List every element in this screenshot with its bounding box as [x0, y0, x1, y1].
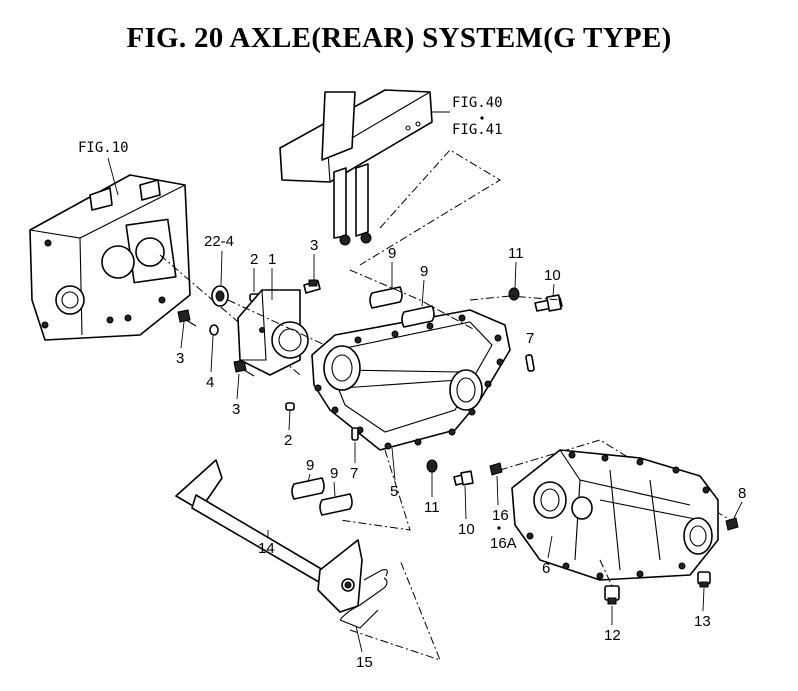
leader-5: [391, 447, 396, 481]
seal-22-4: [211, 285, 229, 307]
flange-bracket-1: [237, 289, 309, 376]
plug-12: [604, 585, 620, 605]
callout-3-upper: 3: [310, 237, 318, 254]
shaft-axis-dashline: [227, 299, 341, 353]
pin-7-right: [525, 354, 535, 372]
leader-9-c: [307, 473, 311, 483]
figure-title: FIG. 20 AXLE(REAR) SYSTEM(G TYPE): [126, 22, 672, 54]
fig10-ref-label: FIG.10: [78, 140, 129, 156]
leader-16: [496, 475, 499, 506]
callout-13: 13: [694, 613, 711, 630]
spacer-upper-dashline: [349, 269, 476, 331]
axle-case-5: [311, 309, 511, 451]
spacer-9b: [401, 305, 435, 328]
callout-10-lower: 10: [458, 521, 475, 538]
callout-16a: 16A: [490, 535, 517, 552]
leader-2-lower: [288, 409, 291, 431]
callout-12: 12: [604, 627, 621, 644]
clip-dashline: [349, 559, 441, 661]
bolt-16: [489, 462, 503, 476]
callout-3-left: 3: [176, 350, 184, 367]
callout-9-d: 9: [330, 465, 338, 482]
callout-2-upper: 2: [250, 251, 258, 268]
leader-9-b: [421, 279, 425, 307]
leader-22-4: [220, 250, 223, 286]
spacer-9d: [319, 493, 353, 516]
leader-13: [702, 587, 705, 612]
washer-11-lower: [426, 459, 438, 473]
bolt-3-left: [177, 309, 197, 327]
spacer-9c: [291, 477, 325, 500]
callout-11-lower: 11: [424, 499, 440, 516]
callout-10-upper: 10: [544, 267, 561, 284]
support-bracket-14: [175, 459, 363, 613]
leader-10-upper: [552, 283, 555, 297]
plug-12-dashline: [599, 559, 613, 587]
leader-9-d: [333, 481, 336, 497]
callout-7-lower: 7: [350, 465, 358, 482]
frame-beam: [279, 89, 433, 246]
axle-cover-6: [511, 449, 719, 581]
bolt-3-upper: [303, 279, 321, 294]
leader-3-lower: [236, 373, 240, 400]
callout-22-4: 22-4: [204, 233, 234, 250]
washer-4: [209, 324, 219, 336]
callout-11-upper: 11: [508, 245, 524, 262]
fig40-ref-label: FIG.40: [452, 95, 503, 111]
leader-4: [210, 335, 214, 373]
callout-9-b: 9: [420, 263, 428, 280]
callout-2-lower: 2: [284, 432, 292, 449]
callout-14: 14: [258, 540, 275, 557]
spacer-9a: [369, 286, 403, 309]
callout-16: 16: [492, 507, 509, 524]
callout-8: 8: [738, 485, 746, 502]
callout-4: 4: [206, 374, 214, 391]
callout-15: 15: [356, 654, 373, 671]
leader-6: [547, 535, 553, 559]
bolt-10-upper: [534, 294, 563, 312]
fig41-ref-label: FIG.41: [452, 122, 503, 138]
leader-3-left: [180, 321, 185, 349]
pin-7-lower: [351, 427, 359, 441]
washer-11-upper: [508, 287, 520, 301]
transmission-housing: [29, 174, 191, 341]
callout-3-lower: 3: [232, 401, 240, 418]
callout-6: 6: [542, 560, 550, 577]
bolt-10-lower: [453, 470, 474, 486]
frame-mount-dashline: [359, 149, 501, 266]
bolt-3-lower: [233, 359, 255, 377]
callout-7-right: 7: [526, 330, 534, 347]
clip-15: [339, 569, 388, 629]
fig10-leader: [107, 157, 119, 196]
leader-11-upper: [514, 261, 517, 289]
ref-separator-dot: [480, 116, 484, 120]
leader-8: [733, 501, 743, 519]
cover-bolt-dashline: [499, 439, 731, 521]
callout-1: 1: [268, 251, 276, 268]
spacer-lower-dashline: [339, 449, 411, 531]
callout-16-separator-dot: [497, 526, 501, 530]
pin-2-lower: [285, 402, 295, 411]
leader-10-lower: [464, 485, 467, 520]
callout-5: 5: [390, 483, 398, 500]
plug-13: [697, 571, 711, 588]
callout-9-c: 9: [306, 457, 314, 474]
housing-axis-dashline: [159, 254, 301, 376]
callout-9-a: 9: [388, 245, 396, 262]
bolt-8: [725, 517, 739, 531]
leader-15: [355, 625, 363, 653]
